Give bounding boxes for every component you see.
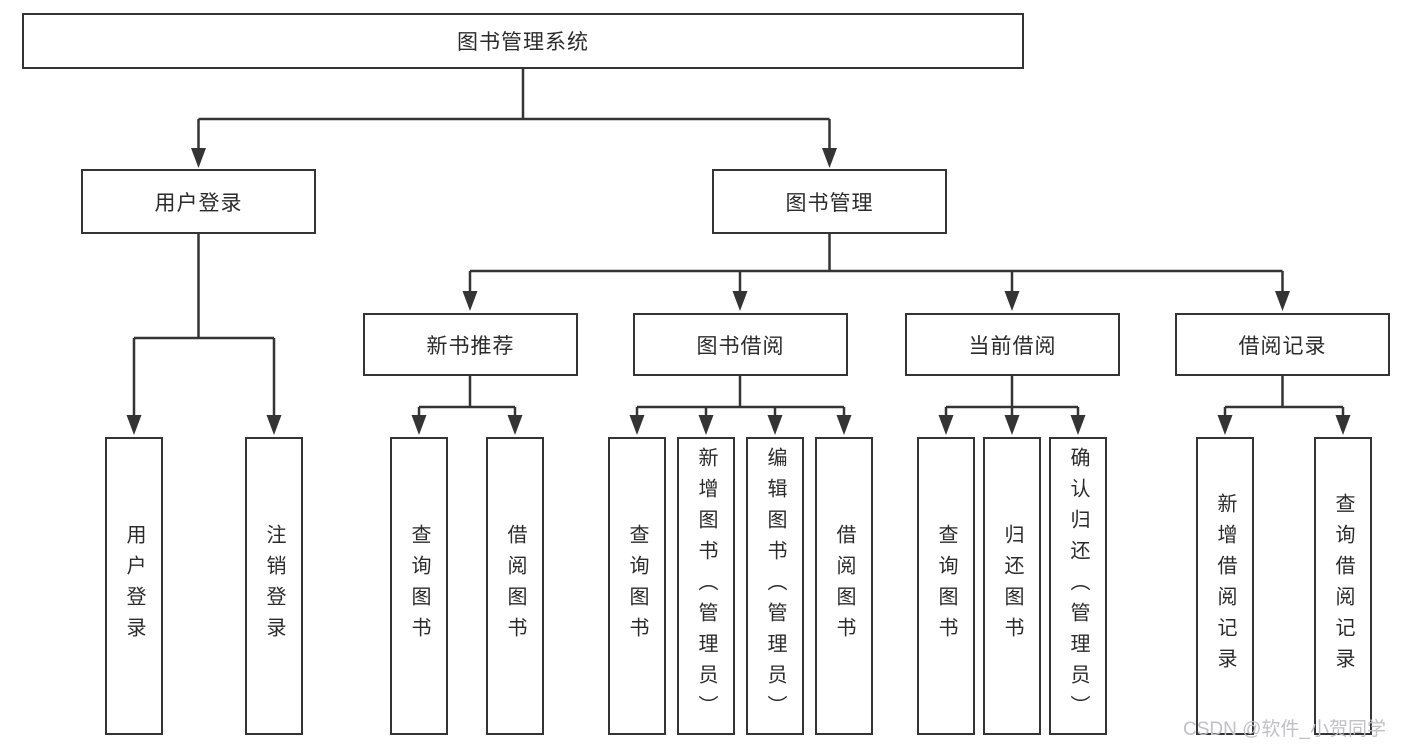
node-leaf-query-books-current: 查询图书 <box>917 437 975 735</box>
node-label: 编辑图书（管理员） <box>764 446 786 726</box>
node-leaf-user-login: 用户登录 <box>105 437 163 735</box>
node-label: 新增图书（管理员） <box>695 446 717 726</box>
arrow-icon <box>1335 415 1351 435</box>
node-label: 借阅图书 <box>833 524 855 648</box>
connector-borrow-to-leaves <box>635 376 846 419</box>
node-library-management-system: 图书管理系统 <box>22 13 1024 69</box>
connector-records-to-leaves <box>1223 376 1345 419</box>
node-leaf-add-book-admin: 新增图书（管理员） <box>677 437 735 735</box>
arrow-icon <box>938 415 954 435</box>
node-leaf-add-borrow-record: 新增借阅记录 <box>1196 437 1254 735</box>
node-label: 用户登录 <box>123 524 145 648</box>
arrow-icon <box>507 415 523 435</box>
node-leaf-borrow-books-borrowing: 借阅图书 <box>815 437 873 735</box>
node-book-management-branch: 图书管理 <box>712 169 947 234</box>
node-user-login-branch: 用户登录 <box>81 169 316 234</box>
arrow-icon <box>1217 415 1233 435</box>
node-label: 注销登录 <box>263 524 285 648</box>
arrow-icon <box>629 415 645 435</box>
arrow-icon <box>126 415 142 435</box>
node-label: 查询图书 <box>626 524 648 648</box>
node-leaf-edit-book-admin: 编辑图书（管理员） <box>746 437 804 735</box>
arrow-icon <box>1275 291 1290 311</box>
connector-login-to-leaves <box>132 234 276 419</box>
node-borrowing-records: 借阅记录 <box>1175 313 1390 376</box>
node-label: 用户登录 <box>154 191 243 215</box>
connector-current-to-leaves <box>944 376 1080 419</box>
node-label: 图书借阅 <box>696 334 785 358</box>
node-new-book-recommend: 新书推荐 <box>363 313 578 376</box>
node-label: 查询图书 <box>935 524 957 648</box>
node-leaf-confirm-return-admin: 确认归还（管理员） <box>1049 437 1107 735</box>
node-leaf-query-borrow-record: 查询借阅记录 <box>1314 437 1372 735</box>
node-label: 当前借阅 <box>968 334 1057 358</box>
arrow-icon <box>732 291 748 311</box>
arrow-icon <box>1004 291 1020 311</box>
node-leaf-query-books-borrowing: 查询图书 <box>608 437 666 735</box>
node-label: 借阅记录 <box>1238 334 1327 358</box>
node-leaf-query-books-recommend: 查询图书 <box>390 437 448 735</box>
node-label: 新书推荐 <box>426 334 515 358</box>
arrow-icon <box>767 415 783 435</box>
csdn-watermark: CSDN @软件_小贺同学 <box>1183 719 1386 740</box>
node-label: 查询图书 <box>408 524 430 648</box>
node-label: 确认归还（管理员） <box>1067 446 1089 726</box>
connector-manage-to-level3 <box>468 234 1284 295</box>
arrow-icon <box>836 415 852 435</box>
connector-arrowheads <box>126 148 1351 435</box>
node-label: 图书管理系统 <box>457 31 589 54</box>
node-label: 借阅图书 <box>504 524 526 648</box>
arrow-icon <box>266 415 282 435</box>
node-book-borrowing: 图书借阅 <box>633 313 848 376</box>
arrow-icon <box>1004 415 1020 435</box>
connector-newbook-to-leaves <box>417 376 517 419</box>
node-current-borrowing: 当前借阅 <box>905 313 1120 376</box>
arrow-icon <box>191 148 206 168</box>
node-leaf-return-book: 归还图书 <box>983 437 1041 735</box>
connector-paths <box>132 69 1345 419</box>
node-leaf-logout: 注销登录 <box>245 437 303 735</box>
arrow-icon <box>698 415 714 435</box>
node-label: 归还图书 <box>1001 524 1023 648</box>
connector-root-to-level2 <box>197 69 831 152</box>
arrow-icon <box>411 415 427 435</box>
node-label: 图书管理 <box>785 191 874 215</box>
node-label: 查询借阅记录 <box>1332 493 1354 679</box>
arrow-icon <box>462 291 478 311</box>
arrow-icon <box>822 148 837 168</box>
node-label: 新增借阅记录 <box>1214 493 1236 679</box>
node-leaf-borrow-books-recommend: 借阅图书 <box>486 437 544 735</box>
arrow-icon <box>1070 415 1086 435</box>
